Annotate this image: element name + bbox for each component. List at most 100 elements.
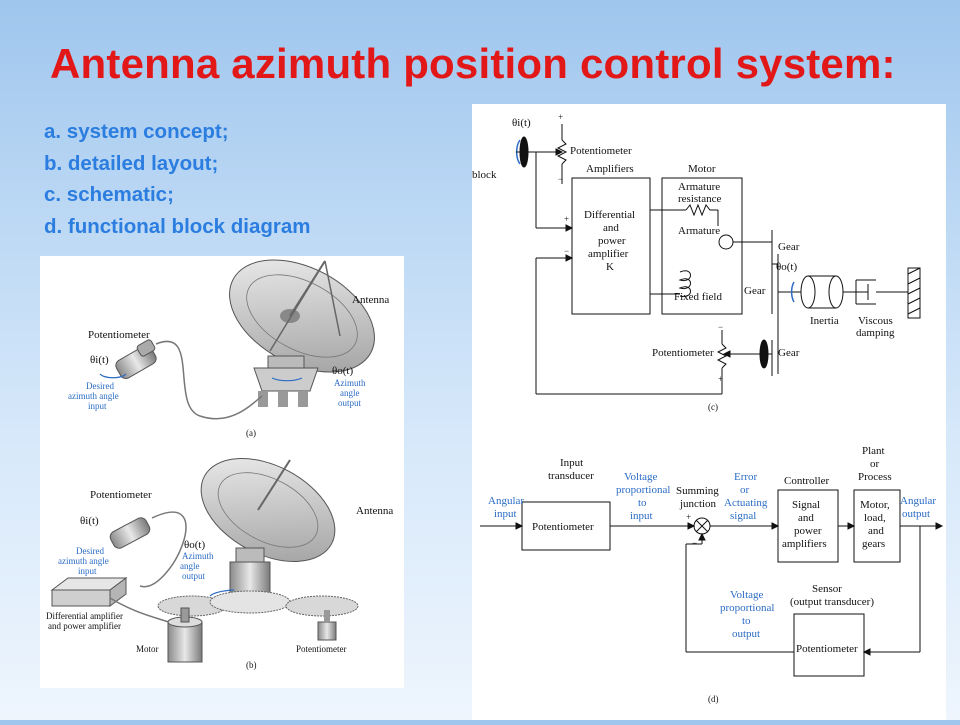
fig-c-block-label: block xyxy=(472,169,497,181)
fig-a-theta-o: θo(t) xyxy=(332,365,353,377)
amplifier-box xyxy=(571,177,651,315)
field-coil-icon xyxy=(678,270,691,298)
fig-b-amp-l2: and power amplifier xyxy=(48,621,121,631)
fig-d-angular-output-l1: Angular xyxy=(900,495,936,507)
fig-d-angular-output-l2: output xyxy=(902,508,930,520)
fig-c-amp-l4: amplifier xyxy=(588,248,629,260)
fig-c-minus-out: − xyxy=(718,322,723,332)
fig-c-potentiometer-in: Potentiometer xyxy=(570,145,632,157)
fig-d-sensor-l2: (output transducer) xyxy=(790,596,874,608)
fig-d-controller: Controller xyxy=(784,475,830,487)
fig-d-voltage-out-l4: output xyxy=(732,628,760,640)
list-item-a: a. system concept; xyxy=(44,120,229,143)
figure-b: Potentiometer Antenna θi(t) Desired azim… xyxy=(46,458,393,670)
fig-c-amplifiers: Amplifiers xyxy=(586,163,634,175)
fig-b-input-l2: azimuth angle xyxy=(58,556,109,566)
fig-a-input-l1: Desired xyxy=(86,381,114,391)
antenna-a-icon xyxy=(229,259,375,407)
fig-c-amp-minus: − xyxy=(564,246,569,256)
list-item-b: b. detailed layout; xyxy=(44,151,219,175)
fig-c-gear3: Gear xyxy=(778,347,800,359)
fig-b-caption: (b) xyxy=(246,660,257,670)
diagram-panel: θi(t) + − Potentiometer block Amplifiers… xyxy=(472,104,946,720)
fig-d-summing-l2: junction xyxy=(679,498,717,510)
fig-d-voltage-out-l3: to xyxy=(742,615,751,627)
fig-a-potentiometer-label: Potentiometer xyxy=(88,329,150,341)
motor-box xyxy=(661,177,743,315)
fig-d-voltage-in-l3: to xyxy=(638,497,647,509)
fig-d-error-l2: or xyxy=(740,484,750,496)
potentiometer-a-icon xyxy=(99,339,263,420)
fig-d-voltage-in-l2: proportional xyxy=(616,484,670,496)
fig-c-viscous-l1: Viscous xyxy=(858,315,893,327)
fig-d-motor-l4: gears xyxy=(862,538,885,550)
fig-d-error-l3: Actuating xyxy=(724,497,768,509)
fig-d-signal-l2: and xyxy=(798,512,814,524)
fig-c-amp-k: K xyxy=(606,261,614,273)
list-item-d: d. functional block diagram xyxy=(44,214,311,238)
fig-c-potentiometer-out: Potentiometer xyxy=(652,347,714,359)
fig-c-amp-l2: and xyxy=(603,222,619,234)
fig-b-potentiometer2-label: Potentiometer xyxy=(296,644,347,654)
fig-d-summing-l1: Summing xyxy=(676,485,719,497)
fig-a-theta-i: θi(t) xyxy=(90,354,109,366)
fig-d-plant-l3: Process xyxy=(858,471,892,483)
fig-a-input-l3: input xyxy=(88,401,107,411)
fig-c-minus-top: − xyxy=(558,174,563,184)
fig-c-armature: Armature xyxy=(678,225,720,237)
list-item-c: c. schematic; xyxy=(44,183,174,206)
figure-c xyxy=(515,124,921,395)
potentiometer-b-icon xyxy=(109,511,187,588)
fig-d-signal-l4: amplifiers xyxy=(782,538,827,550)
fig-c-caption: (c) xyxy=(708,402,718,412)
fig-a-caption: (a) xyxy=(246,428,256,438)
diagram-svg: θi(t) + − Potentiometer block Amplifiers… xyxy=(472,112,944,704)
fig-d-voltage-in-l1: Voltage xyxy=(624,471,658,483)
fig-d-plus: + xyxy=(686,512,691,522)
fig-d-plant-l1: Plant xyxy=(862,445,885,457)
fig-c-gear1: Gear xyxy=(778,241,800,253)
fig-a-antenna-label: Antenna xyxy=(352,294,389,306)
fig-d-angular-input-l1: Angular xyxy=(488,495,524,507)
fig-b-output-l2: angle xyxy=(180,561,200,571)
fig-a-output-l3: output xyxy=(338,398,362,408)
block-sensor-potentiometer xyxy=(793,613,865,677)
fig-d-minus: − xyxy=(692,538,697,548)
fig-c-theta-i: θi(t) xyxy=(512,117,531,129)
fig-b-input-l3: input xyxy=(78,566,97,576)
fig-a-output-l2: angle xyxy=(340,388,360,398)
fig-b-output-l1: Azimuth xyxy=(182,551,214,561)
fig-b-motor-label: Motor xyxy=(136,644,159,654)
figure-a: Potentiometer Antenna θi(t) Desired azim… xyxy=(68,259,389,438)
fig-d-signal-l1: Signal xyxy=(792,499,820,511)
fig-d-voltage-in-l4: input xyxy=(630,510,653,522)
fig-c-amp-l1: Differential xyxy=(584,209,635,221)
motor-icon xyxy=(167,607,203,663)
fig-c-amp-plus: + xyxy=(564,214,569,224)
antenna-b-icon xyxy=(200,458,336,601)
fig-c-motor: Motor xyxy=(688,163,716,175)
fig-b-input-l1: Desired xyxy=(76,546,104,556)
fig-c-arm-res-l2: resistance xyxy=(678,193,721,205)
fig-b-theta-o: θo(t) xyxy=(184,539,205,551)
fig-d-motor-l3: and xyxy=(868,525,884,537)
fig-c-viscous-l2: damping xyxy=(856,327,895,339)
fig-d-signal-l3: power xyxy=(794,525,822,537)
fig-d-error-l4: signal xyxy=(730,510,756,522)
fig-d-motor-l2: load, xyxy=(864,512,886,524)
fig-b-output-l3: output xyxy=(182,571,206,581)
amplifier-box-icon xyxy=(50,577,181,627)
fig-c-gear2: Gear xyxy=(744,285,766,297)
fig-b-theta-i: θi(t) xyxy=(80,515,99,527)
fig-c-plus-out: + xyxy=(718,374,723,384)
fig-b-amp-l1: Differential amplifier xyxy=(46,611,123,621)
fig-b-antenna-label: Antenna xyxy=(356,505,393,517)
inertia-icon xyxy=(800,275,816,309)
fig-a-output-l1: Azimuth xyxy=(334,378,366,388)
fig-c-arm-res-l1: Armature xyxy=(678,181,720,193)
fig-c-fixed-field: Fixed field xyxy=(674,291,722,303)
illustration-panel: Potentiometer Antenna θi(t) Desired azim… xyxy=(40,256,404,688)
slide-title: Antenna azimuth position control system: xyxy=(50,40,896,87)
figure-list: a. system concept; b. detailed layout; c… xyxy=(44,116,311,242)
fig-c-inertia: Inertia xyxy=(810,315,839,327)
